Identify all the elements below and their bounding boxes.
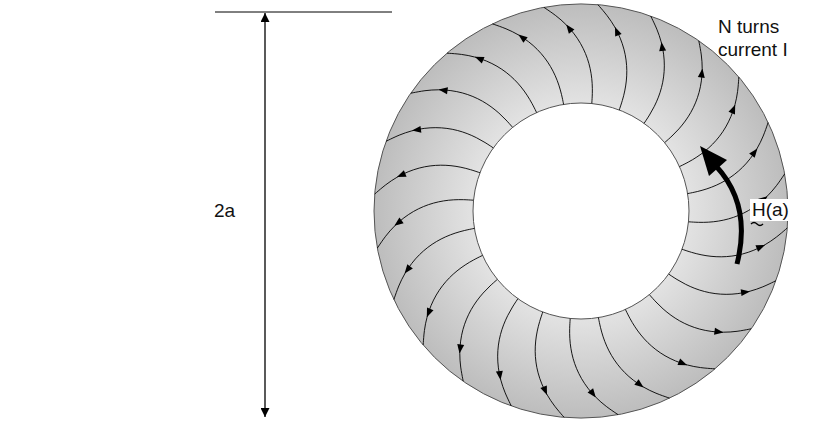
- field-line: [669, 274, 776, 294]
- field-arrowhead: [714, 328, 723, 335]
- h-field-arrowhead: [700, 146, 727, 176]
- field-arrowhead: [394, 218, 403, 226]
- field-arrowhead: [741, 289, 750, 296]
- field-label: H(a): [750, 199, 791, 221]
- field-arrowhead: [677, 359, 687, 366]
- field-arrowhead: [397, 170, 407, 177]
- field-line: [625, 309, 715, 368]
- field-line: [598, 318, 669, 399]
- field-arrowhead: [540, 385, 547, 395]
- field-line: [665, 41, 703, 143]
- field-line: [375, 165, 480, 194]
- field-line: [394, 228, 475, 299]
- toroid-ring: [374, 4, 788, 418]
- field-arrowhead: [427, 307, 434, 317]
- field-line: [570, 318, 618, 414]
- winding-note: N turns: [718, 16, 779, 38]
- field-arrowhead: [634, 379, 643, 387]
- field-line: [649, 295, 751, 333]
- field-lines: [375, 5, 788, 418]
- field-arrowhead: [496, 371, 503, 380]
- field-line: [535, 312, 564, 417]
- field-arrowhead: [412, 126, 421, 133]
- field-line: [460, 279, 498, 381]
- field-line: [377, 200, 473, 248]
- field-line: [544, 7, 592, 103]
- field-arrowhead: [749, 148, 757, 157]
- field-arrowhead: [405, 264, 413, 273]
- field-arrowhead: [659, 42, 666, 51]
- field-arrowhead: [475, 57, 485, 64]
- current-note: current I: [718, 39, 788, 61]
- field-arrowhead: [729, 105, 736, 115]
- field-arrowhead: [615, 27, 622, 37]
- field-arrowhead: [588, 388, 596, 397]
- h-field-arrow: [716, 166, 741, 264]
- dimension-line: [264, 13, 265, 417]
- field-arrowhead: [755, 245, 765, 252]
- field-line: [644, 16, 664, 123]
- field-arrowhead: [698, 69, 705, 78]
- dimension-label: 2a: [214, 200, 235, 222]
- field-line: [447, 53, 537, 112]
- field-line: [598, 5, 627, 110]
- field-arrowhead: [439, 87, 448, 94]
- dimension-extension-line: [215, 12, 392, 13]
- field-arrowhead: [457, 344, 464, 353]
- field-arrowhead: [566, 24, 574, 33]
- field-line: [498, 299, 518, 406]
- field-line: [386, 128, 493, 148]
- vector-tilde: [751, 223, 763, 226]
- field-line: [411, 90, 513, 128]
- field-line: [682, 228, 787, 257]
- field-line: [492, 24, 563, 105]
- field-line: [423, 255, 482, 345]
- field-arrowhead: [518, 35, 527, 43]
